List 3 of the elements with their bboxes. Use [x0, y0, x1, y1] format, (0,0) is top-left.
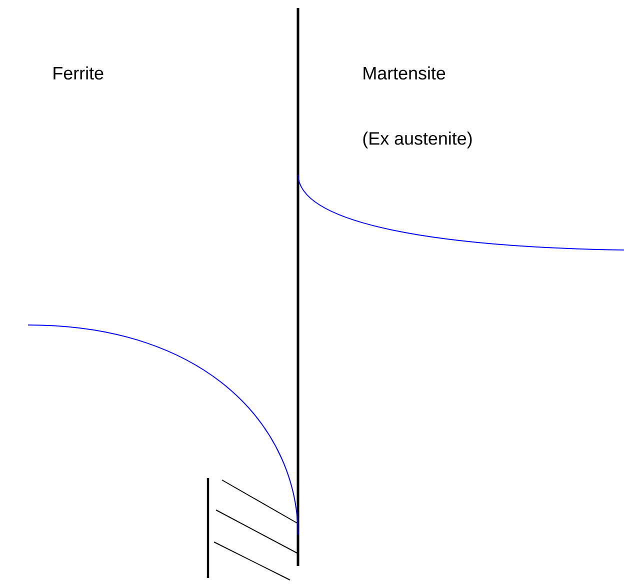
phase-label: (Ex austenite)	[363, 132, 472, 148]
phase-label: Martensite	[364, 66, 446, 80]
phase-label: Ferrite	[54, 66, 104, 80]
